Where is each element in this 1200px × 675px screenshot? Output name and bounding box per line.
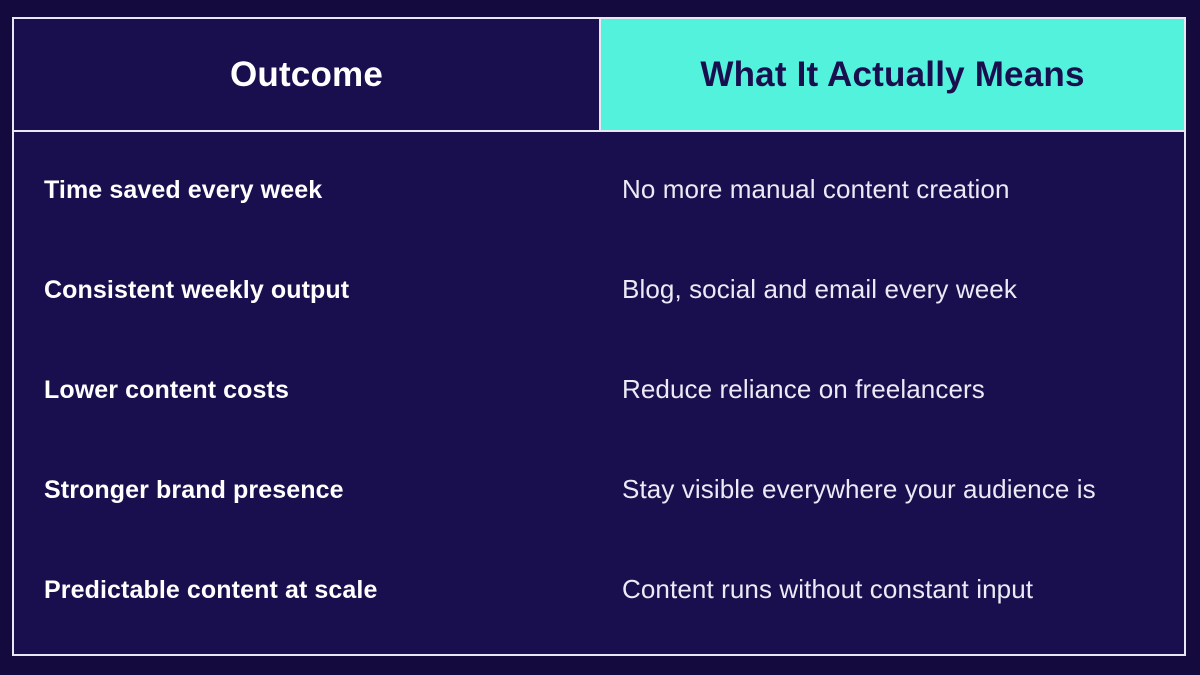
cell-meaning: Blog, social and email every week	[622, 274, 1017, 305]
cell-outcome: Predictable content at scale	[44, 575, 378, 604]
column-header-what-it-actually-means: What It Actually Means	[601, 19, 1184, 130]
cell-meaning: Reduce reliance on freelancers	[622, 374, 985, 405]
cell-meaning: Content runs without constant input	[622, 574, 1034, 605]
table-row: Lower content costs Reduce reliance on f…	[14, 340, 1184, 440]
cell-outcome: Lower content costs	[44, 375, 289, 404]
column-header-outcome: Outcome	[14, 19, 601, 130]
table-row: Consistent weekly output Blog, social an…	[14, 240, 1184, 340]
column-header-what-it-actually-means-label: What It Actually Means	[700, 54, 1085, 94]
outcomes-table: Outcome What It Actually Means Time save…	[12, 17, 1186, 656]
table-row: Stronger brand presence Stay visible eve…	[14, 440, 1184, 540]
cell-outcome: Stronger brand presence	[44, 475, 344, 504]
cell-outcome: Consistent weekly output	[44, 275, 350, 304]
cell-meaning: Stay visible everywhere your audience is	[622, 474, 1096, 505]
table-row: Time saved every week No more manual con…	[14, 140, 1184, 240]
table-row: Predictable content at scale Content run…	[14, 540, 1184, 640]
table-header-row: Outcome What It Actually Means	[14, 19, 1184, 132]
column-header-outcome-label: Outcome	[229, 54, 384, 94]
cell-meaning: No more manual content creation	[622, 174, 1010, 205]
table-body: Time saved every week No more manual con…	[14, 132, 1184, 654]
cell-outcome: Time saved every week	[44, 175, 323, 204]
